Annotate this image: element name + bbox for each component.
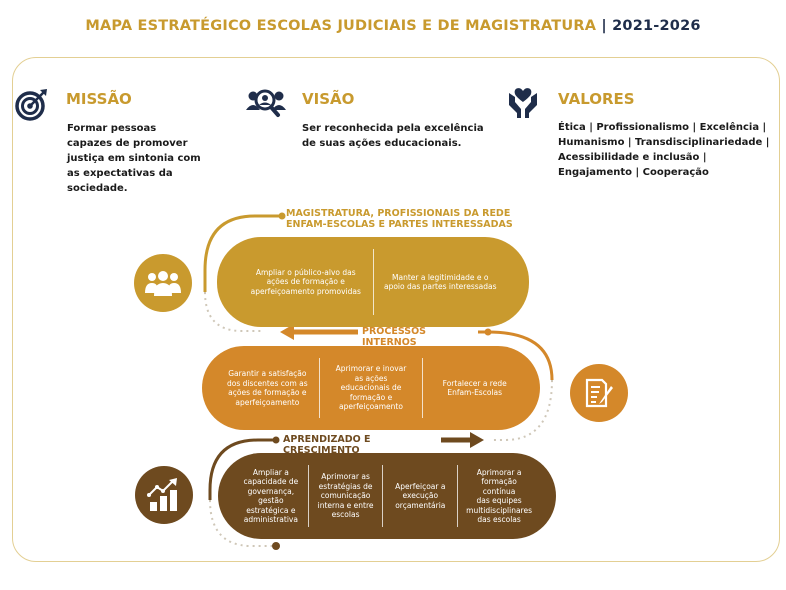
objective-ampliar-publico: Ampliar o público-alvo das ações de form…	[239, 268, 373, 297]
valores-line: Ética | Profissionalismo | Excelência |	[558, 122, 767, 133]
objective-line: Garantir a satisfação	[228, 369, 307, 378]
visao-line: de suas ações educacionais.	[302, 138, 462, 149]
divider	[422, 358, 424, 418]
objective-line: aperfeiçoamento	[235, 397, 300, 407]
objective-line: Ampliar a	[252, 467, 289, 477]
objective-line: aperfeiçoamento promovidas	[250, 286, 361, 296]
objective-line: administrativa	[243, 515, 298, 524]
missao-line: as expectativas da	[67, 168, 173, 179]
objective-line: multidisciplinares	[466, 505, 533, 515]
visao-line: Ser reconhecida pela excelência	[302, 123, 484, 134]
objective-line: das equipes	[476, 496, 522, 505]
group-icon	[134, 254, 192, 312]
objective-line: dos discentes com as	[227, 378, 308, 388]
objective-aprimorar-comunicacao: Aprimorar as estratégias de comunicação …	[309, 472, 383, 520]
missao-line: justiça em sintonia com	[67, 153, 201, 164]
objective-line: educacionais de	[340, 383, 402, 393]
missao-line: Formar pessoas	[67, 123, 157, 134]
missao-title: MISSÃO	[66, 90, 132, 108]
target-icon	[14, 88, 48, 122]
document-pen-icon	[570, 364, 628, 422]
hands-heart-icon	[506, 85, 540, 119]
objective-line: execução	[402, 491, 439, 501]
objective-line: Fortalecer a rede	[442, 378, 507, 388]
aprendizado-label: APRENDIZADO E CRESCIMENTO	[283, 434, 371, 456]
stakeholders-label-line: MAGISTRATURA, PROFISSIONAIS DA REDE	[286, 208, 511, 219]
objective-line: Aprimorar as	[321, 472, 370, 482]
valores-title: VALORES	[558, 90, 635, 108]
title-years: 2021-2026	[612, 18, 701, 34]
divider	[382, 465, 384, 527]
objective-line: governança, gestão	[247, 486, 295, 506]
objective-line: ações de formação e	[228, 388, 307, 397]
objective-aperfeicoar-execucao: Aperfeiçoar a execução orçamentária	[383, 482, 457, 511]
objective-line: comunicação	[320, 491, 371, 501]
objective-line: aperfeiçoamento	[339, 402, 403, 412]
missao-line: capazes de promover	[67, 138, 188, 149]
objective-line: Aprimorar e inovar	[335, 364, 407, 374]
divider	[372, 249, 374, 315]
map-frame	[12, 57, 780, 562]
title-main: MAPA ESTRATÉGICO ESCOLAS JUDICIAIS E DE …	[85, 18, 597, 34]
valores-line: Humanismo | Transdisciplinariedade |	[558, 137, 770, 148]
aprendizado-band: Ampliar a capacidade de governança, gest…	[218, 453, 556, 539]
objective-line: ações de formação e	[266, 277, 345, 287]
stakeholders-band: Ampliar o público-alvo das ações de form…	[217, 237, 529, 327]
objective-line: formação contínua	[481, 477, 517, 496]
visao-title: VISÃO	[302, 90, 355, 108]
page-title: MAPA ESTRATÉGICO ESCOLAS JUDICIAIS E DE …	[0, 18, 786, 34]
objective-line: capacidade de	[243, 477, 299, 486]
missao-text: Formar pessoas capazes de promover justi…	[67, 121, 207, 196]
divider	[318, 358, 320, 418]
objective-ampliar-governanca: Ampliar a capacidade de governança, gest…	[234, 468, 308, 525]
visao-text: Ser reconhecida pela excelência de suas …	[302, 121, 492, 151]
objective-line: escolas	[331, 510, 360, 520]
objective-line: Aprimorar a	[476, 467, 522, 477]
objective-line: as ações	[354, 373, 388, 383]
people-search-icon	[246, 86, 286, 120]
objective-garantir-satisfacao: Garantir a satisfação dos discentes com …	[216, 369, 319, 407]
objective-aprimorar-inovar: Aprimorar e inovar as ações educacionais…	[320, 364, 423, 412]
objective-manter-legitimidade: Manter a legitimidade e o apoio das part…	[374, 273, 508, 292]
processos-band: Garantir a satisfação dos discentes com …	[202, 346, 540, 430]
objective-line: estratégias de	[318, 481, 373, 491]
valores-line: Acessibilidade e inclusão |	[558, 152, 707, 163]
stakeholders-label: MAGISTRATURA, PROFISSIONAIS DA REDE ENFA…	[286, 208, 526, 230]
objective-line: das escolas	[477, 515, 521, 524]
processos-label: PROCESSOS INTERNOS	[362, 326, 426, 348]
divider	[307, 465, 309, 527]
objective-line: Ampliar o público-alvo das	[255, 267, 356, 277]
objective-line: estratégica e	[246, 505, 296, 515]
objective-line: apoio das partes interessadas	[383, 282, 497, 291]
objective-line: Aperfeiçoar a	[395, 481, 446, 491]
objective-fortalecer-rede: Fortalecer a rede Enfam-Escolas	[423, 379, 526, 398]
title-separator: |	[601, 18, 607, 34]
growth-chart-icon	[135, 466, 193, 524]
missao-line: sociedade.	[67, 183, 128, 194]
objective-line: interna e entre	[317, 500, 374, 510]
objective-line: orçamentária	[395, 500, 446, 510]
objective-line: Enfam-Escolas	[447, 388, 503, 397]
objective-line: Manter a legitimidade e o	[392, 272, 489, 282]
objective-line: formação e	[349, 392, 393, 402]
divider	[457, 465, 459, 527]
valores-line: Engajamento | Cooperação	[558, 167, 709, 178]
objective-aprimorar-formacao: Aprimorar a formação contínua das equipe…	[458, 468, 540, 525]
stakeholders-label-line: ENFAM-ESCOLAS E PARTES INTERESSADAS	[286, 219, 513, 230]
valores-text: Ética | Profissionalismo | Excelência | …	[558, 120, 773, 180]
